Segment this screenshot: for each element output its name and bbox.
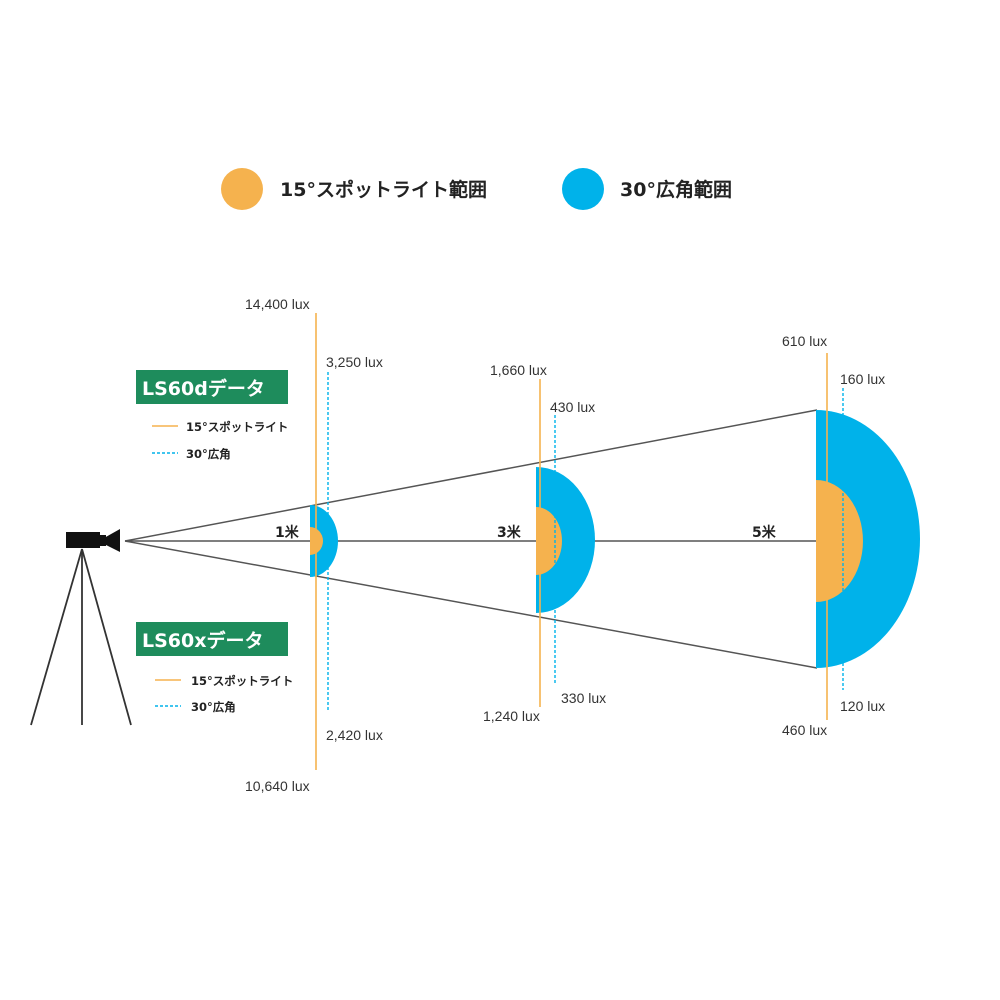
legend-spot: 15°スポットライト範囲 bbox=[221, 168, 487, 210]
lux-1m-ls60x-wide: 2,420 lux bbox=[326, 727, 383, 743]
lux-1m-ls60d-wide: 3,250 lux bbox=[326, 354, 383, 370]
spot-legend-label: 15°スポットライト範囲 bbox=[280, 178, 487, 201]
ls60d-spot-label: 15°スポットライト bbox=[186, 420, 288, 434]
distance-label-1m: 1米 bbox=[275, 524, 300, 541]
ls60d-badge bbox=[136, 370, 288, 404]
lux-3m-ls60x-wide: 330 lux bbox=[561, 690, 606, 706]
lux-3m-ls60d-spot: 1,660 lux bbox=[490, 362, 547, 378]
lux-3m-ls60x-spot: 1,240 lux bbox=[483, 708, 540, 724]
camera-icon bbox=[66, 529, 120, 552]
lux-3m-ls60d-wide: 430 lux bbox=[550, 399, 595, 415]
beam-spot-5m bbox=[816, 410, 920, 668]
beam-spot-3m bbox=[536, 467, 595, 613]
lux-5m-ls60x-spot: 460 lux bbox=[782, 722, 827, 738]
lux-5m-ls60d-spot: 610 lux bbox=[782, 333, 827, 349]
ls60d-title: LS60dデータ bbox=[142, 377, 265, 400]
lux-1m-ls60d-spot: 14,400 lux bbox=[245, 296, 310, 312]
ls60x-legend: LS60xデータ 15°スポットライト 30°広角 bbox=[136, 622, 293, 714]
ls60d-legend: LS60dデータ 15°スポットライト 30°広角 bbox=[136, 370, 288, 461]
lux-5m-ls60x-wide: 120 lux bbox=[840, 698, 885, 714]
ls60x-badge bbox=[136, 622, 288, 656]
ls60d-wide-label: 30°広角 bbox=[186, 447, 231, 461]
distance-label-5m: 5米 bbox=[752, 524, 777, 541]
tripod-icon bbox=[30, 548, 132, 726]
ls60x-wide-label: 30°広角 bbox=[191, 700, 236, 714]
legend-wide: 30°広角範囲 bbox=[562, 168, 732, 210]
wide-legend-label: 30°広角範囲 bbox=[620, 178, 732, 201]
measure-lines bbox=[315, 313, 844, 770]
beam-spot-1m bbox=[310, 505, 338, 577]
lux-5m-ls60d-wide: 160 lux bbox=[840, 371, 885, 387]
wide-legend-swatch bbox=[562, 168, 604, 210]
ls60x-title: LS60xデータ bbox=[142, 629, 264, 652]
spot-legend-swatch bbox=[221, 168, 263, 210]
beam-cone bbox=[124, 409, 818, 669]
lux-1m-ls60x-spot: 10,640 lux bbox=[245, 778, 310, 794]
distance-label-3m: 3米 bbox=[497, 524, 522, 541]
ls60x-spot-label: 15°スポットライト bbox=[191, 674, 293, 688]
